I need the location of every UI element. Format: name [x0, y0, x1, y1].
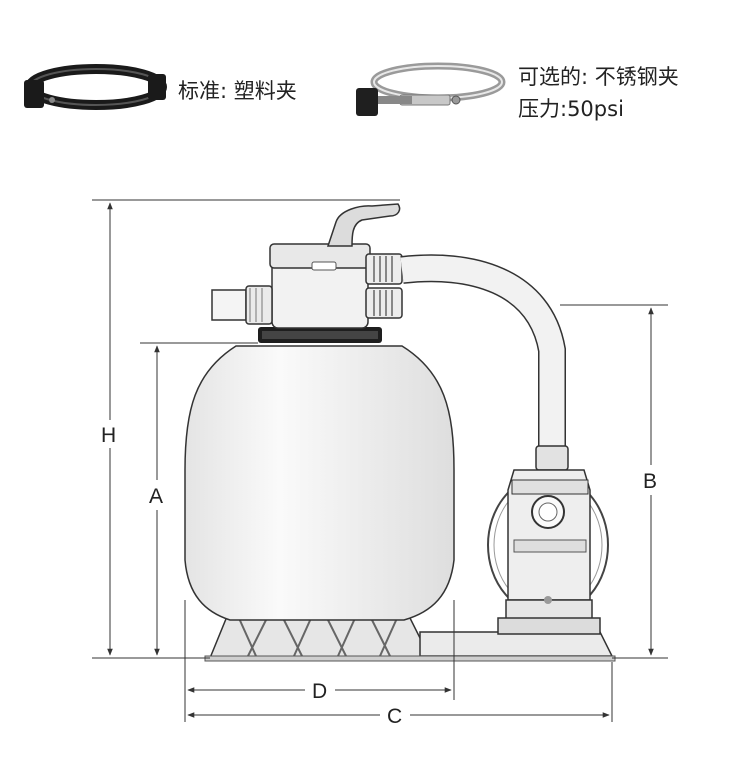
base-plate — [204, 613, 616, 662]
pressure-caption: 压力:50psi — [518, 97, 624, 121]
filter-tank — [184, 345, 455, 621]
dim-label-b: B — [643, 470, 657, 493]
connecting-hose — [400, 254, 569, 471]
optional-clamp-caption: 可选的: 不锈钢夹 — [518, 65, 679, 89]
dim-label-a: A — [149, 485, 163, 508]
dim-label-d: D — [312, 680, 327, 703]
standard-clamp-caption: 标准: 塑料夹 — [178, 79, 297, 103]
steel-clamp-icon — [356, 62, 506, 116]
plastic-clamp-icon — [24, 64, 167, 110]
dim-label-c: C — [387, 705, 402, 728]
dim-label-h: H — [101, 424, 116, 447]
dimension-lines — [92, 199, 668, 722]
pump — [487, 469, 609, 635]
multiport-valve — [211, 203, 403, 343]
